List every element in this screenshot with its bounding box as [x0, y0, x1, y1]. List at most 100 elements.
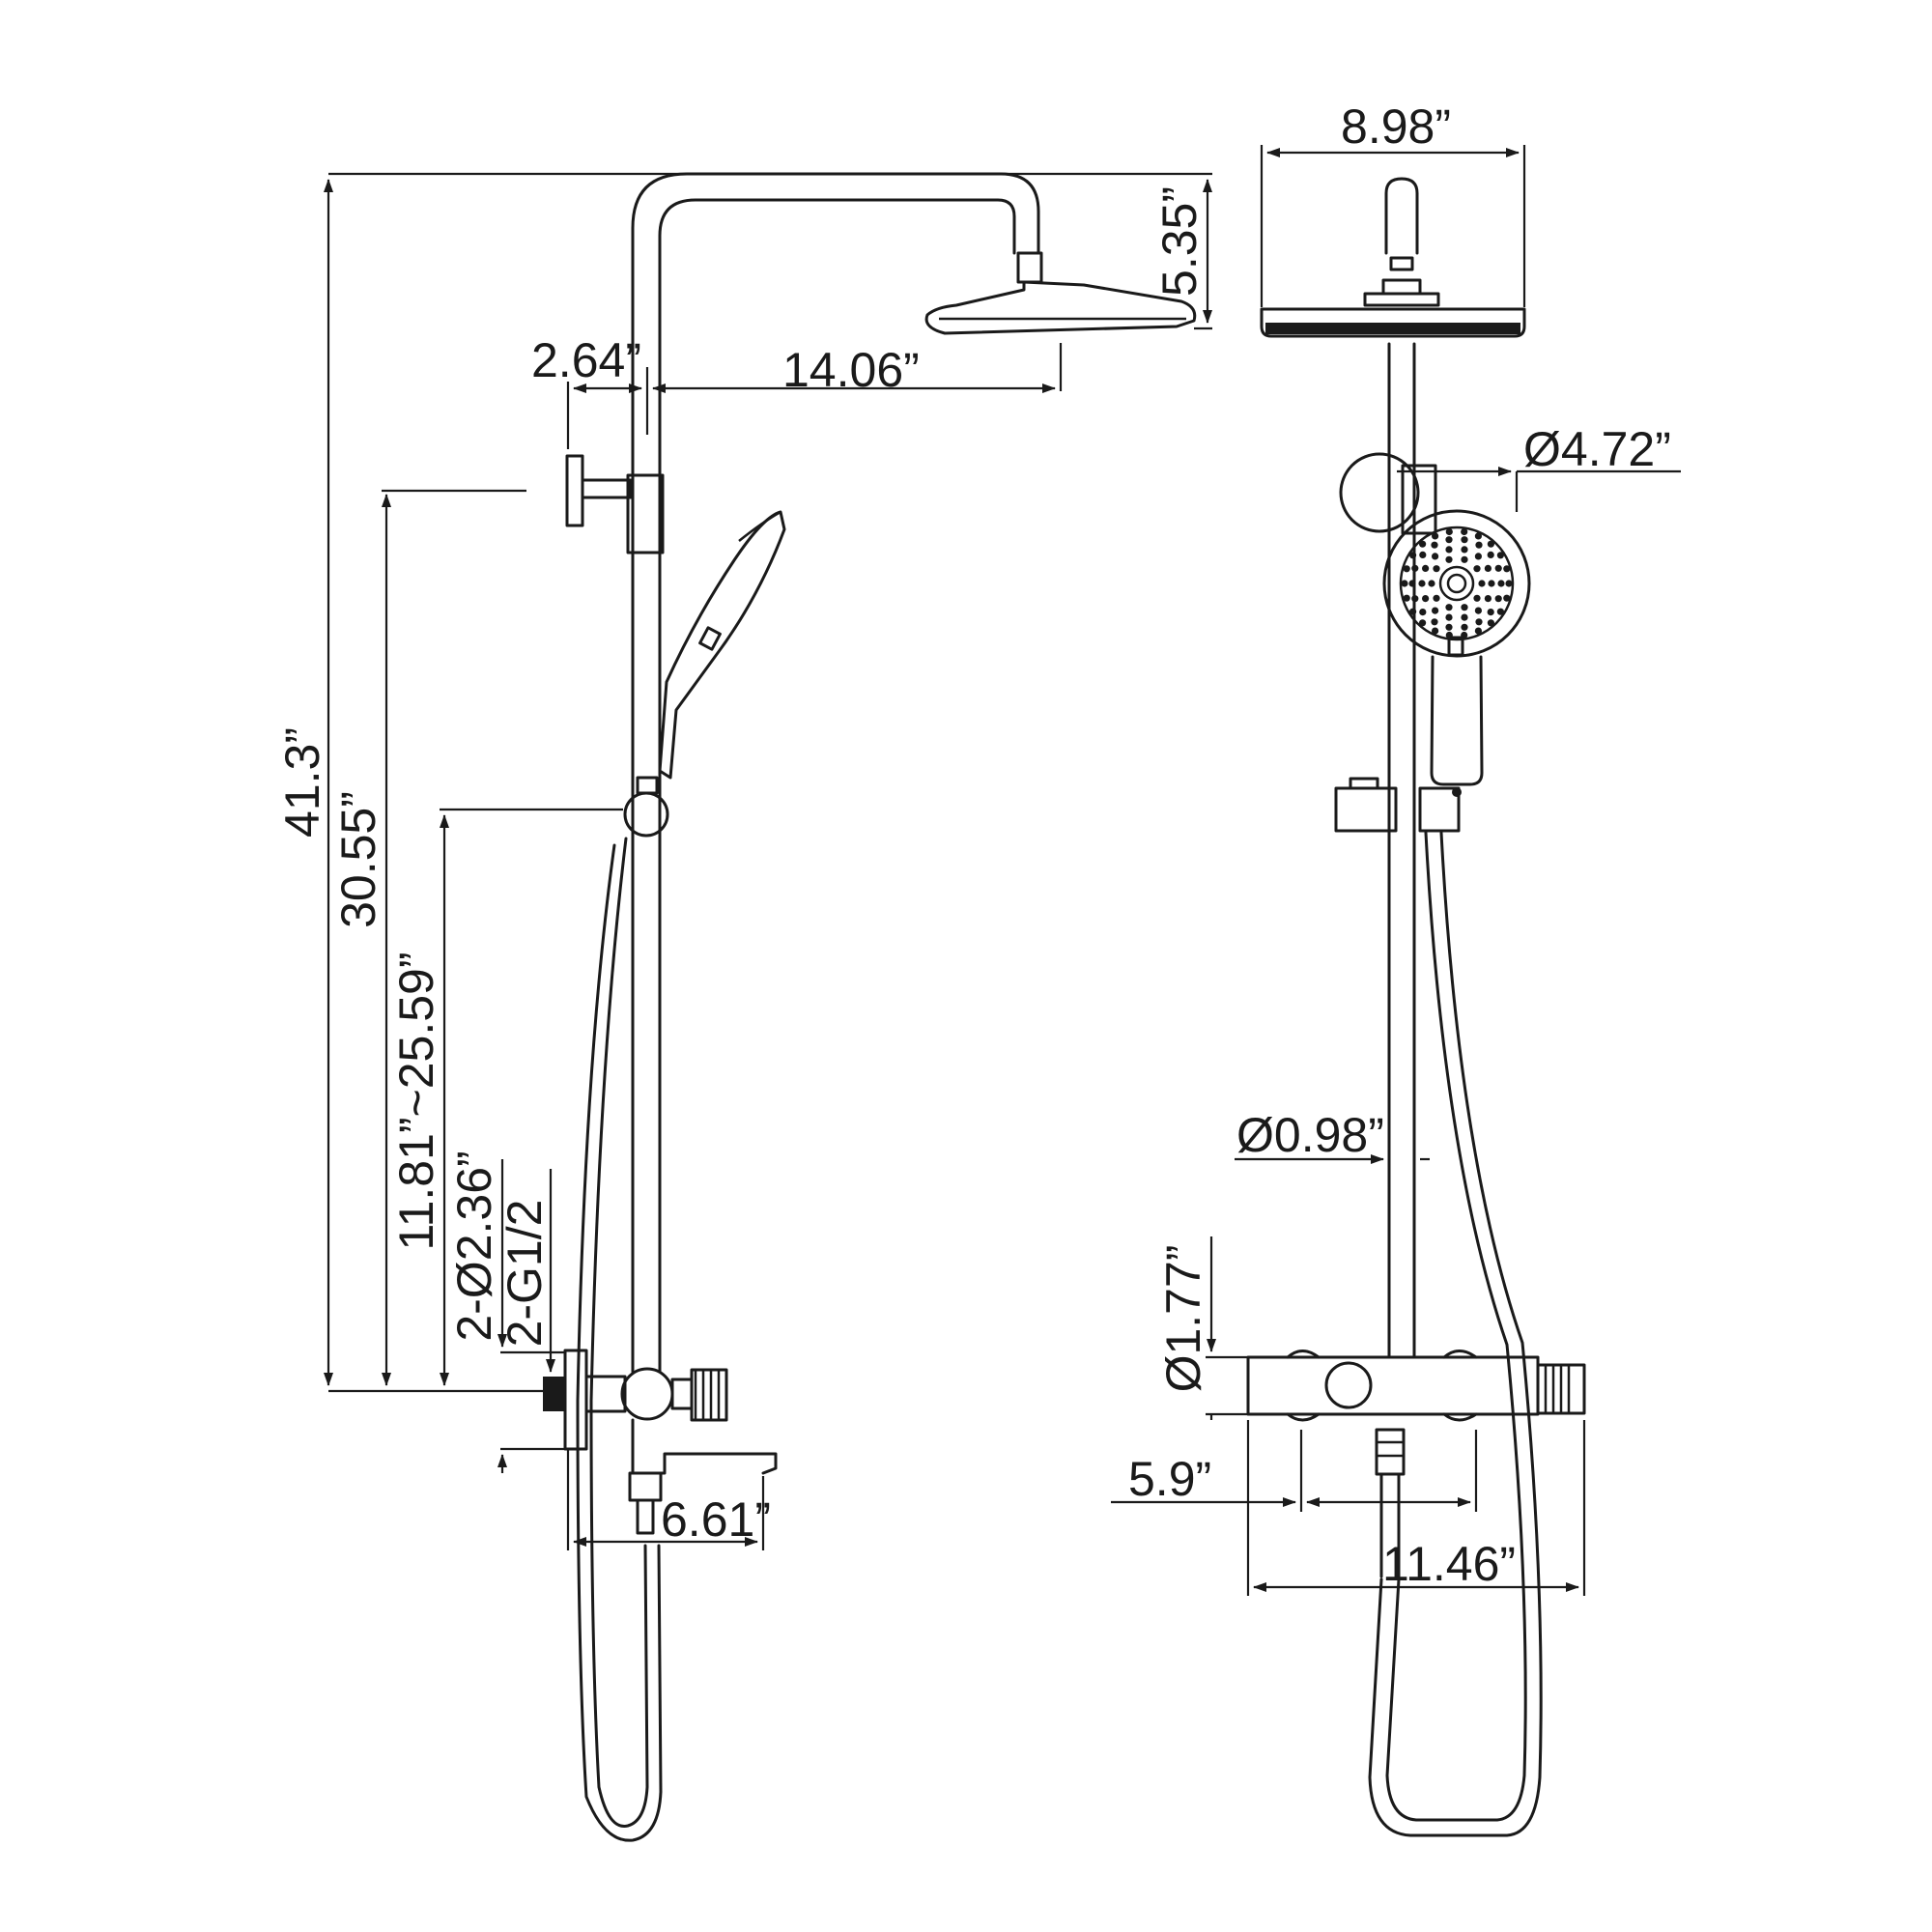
- dim-slide-range: 11.81”~25.59”: [389, 952, 443, 1250]
- nozzle-dot: [1474, 607, 1482, 614]
- nozzle-dot: [1431, 541, 1438, 549]
- nozzle-dot: [1496, 552, 1504, 559]
- nozzle-dot: [1474, 627, 1482, 635]
- nozzle-dot: [1445, 555, 1453, 563]
- side-hose: [589, 837, 649, 1828]
- nozzle-dot: [1503, 565, 1511, 573]
- nozzle-dot: [1422, 564, 1430, 573]
- front-temperature-knob: [1324, 1361, 1373, 1409]
- nozzle-dot: [1475, 541, 1483, 549]
- nozzle-dot: [1419, 551, 1427, 559]
- nozzle-dot: [1461, 536, 1468, 544]
- nozzle-dot: [1419, 609, 1427, 616]
- dim-valve-height: Ø1.77”: [1156, 1245, 1210, 1393]
- dim-spout-projection: 6.61”: [661, 1492, 771, 1547]
- dim-overall-height: 41.3”: [275, 727, 329, 838]
- nozzle-dot: [1503, 594, 1511, 602]
- side-tub-spout: [631, 1418, 778, 1475]
- nozzle-dot: [1401, 580, 1408, 587]
- side-hand-shower: [658, 510, 786, 780]
- nozzle-dot: [1497, 580, 1505, 587]
- front-hose: [1368, 831, 1543, 1837]
- side-diverter: [690, 1368, 728, 1422]
- side-head-swivel: [1016, 251, 1043, 284]
- nozzle-dot: [1432, 553, 1439, 560]
- front-dimensions: 8.98” Ø4.72” Ø0.98” Ø1.77” 5.9” 11.46”: [1111, 99, 1681, 1596]
- nozzle-dot: [1445, 604, 1453, 611]
- nozzle-dot: [1411, 564, 1419, 572]
- nozzle-dot: [1445, 527, 1453, 536]
- dim-pipe-diameter: Ø0.98”: [1236, 1108, 1384, 1162]
- dim-arm-reach: 14.06”: [782, 343, 920, 397]
- nozzle-dot: [1432, 532, 1439, 540]
- side-wall-plate: [563, 1349, 588, 1451]
- side-riser-pipe-inner: [658, 198, 1016, 1374]
- front-slide-holder: [1334, 786, 1398, 833]
- nozzle-dot: [1461, 527, 1468, 536]
- nozzle-dot: [1433, 594, 1440, 602]
- nozzle-dot: [1419, 619, 1427, 627]
- nozzle-dot: [1428, 580, 1435, 587]
- nozzle-dot: [1474, 553, 1482, 560]
- nozzle-dot: [1473, 594, 1481, 602]
- front-hose-outlet: [1375, 1428, 1406, 1476]
- side-slide-holder: [623, 791, 669, 838]
- nozzle-dot: [1409, 608, 1417, 615]
- nozzle-dot: [1409, 552, 1417, 559]
- dim-inlet-diameter: 2-Ø2.36”: [447, 1151, 501, 1341]
- nozzle-dot: [1403, 565, 1410, 573]
- nozzle-dot: [1408, 580, 1416, 587]
- nozzle-dot: [1484, 564, 1492, 573]
- nozzle-dot: [1411, 595, 1419, 603]
- nozzle-dot: [1461, 604, 1468, 611]
- nozzle-dot: [1484, 595, 1492, 603]
- nozzle-dot: [1418, 580, 1426, 587]
- nozzle-dot: [1496, 608, 1504, 615]
- nozzle-dot: [1488, 580, 1495, 587]
- nozzle-dot: [1487, 540, 1494, 548]
- dim-wall-offset: 2.64”: [531, 333, 641, 387]
- nozzle-dot: [1461, 613, 1468, 621]
- front-wall-bracket: [1339, 452, 1420, 533]
- nozzle-dot: [1473, 565, 1481, 573]
- side-inlet-thread: [543, 1377, 564, 1411]
- front-view: [1246, 177, 1586, 1837]
- nozzle-dot: [1432, 627, 1439, 635]
- side-wall-bracket-plate: [565, 454, 584, 527]
- nozzle-dot: [1419, 540, 1427, 548]
- nozzle-dot: [1487, 619, 1494, 627]
- nozzle-dot: [1422, 595, 1430, 603]
- nozzle-dot: [1461, 623, 1468, 631]
- nozzle-dot: [1487, 609, 1494, 616]
- dim-inlet-thread: 2-G1/2: [497, 1200, 552, 1348]
- side-view: [543, 172, 1197, 1842]
- nozzle-dot: [1403, 594, 1410, 602]
- nozzle-dot: [1494, 564, 1502, 572]
- nozzle-dot: [1461, 555, 1468, 563]
- dim-valve-width: 11.46”: [1382, 1537, 1516, 1591]
- nozzle-dot: [1494, 595, 1502, 603]
- dim-outlet-height: 30.55”: [331, 791, 385, 928]
- dim-head-diameter: 8.98”: [1341, 99, 1451, 154]
- nozzle-dot: [1431, 618, 1438, 626]
- nozzle-pattern: [1401, 527, 1513, 639]
- dim-head-height: 5.35”: [1152, 186, 1207, 297]
- nozzle-dot: [1432, 607, 1439, 614]
- side-valve-knob: [620, 1367, 674, 1421]
- nozzle-dot: [1475, 618, 1483, 626]
- nozzle-dot: [1505, 580, 1513, 587]
- front-valve-body: [1246, 1355, 1540, 1416]
- nozzle-dot: [1445, 546, 1453, 554]
- nozzle-dot: [1445, 613, 1453, 621]
- nozzle-dot: [1445, 623, 1453, 631]
- dim-inlet-centers: 5.9”: [1128, 1452, 1211, 1506]
- dim-hand-shower-diameter: Ø4.72”: [1523, 422, 1671, 476]
- nozzle-dot: [1487, 551, 1494, 559]
- nozzle-dot: [1474, 532, 1482, 540]
- nozzle-dot: [1478, 580, 1486, 587]
- side-dimensions: 41.3” 30.55” 11.81”~25.59” 2-Ø2.36” 2-G1…: [275, 172, 1212, 1550]
- front-hand-shower-handle: [1430, 655, 1484, 786]
- nozzle-dot: [1461, 546, 1468, 554]
- side-wall-bracket-collar: [626, 473, 665, 554]
